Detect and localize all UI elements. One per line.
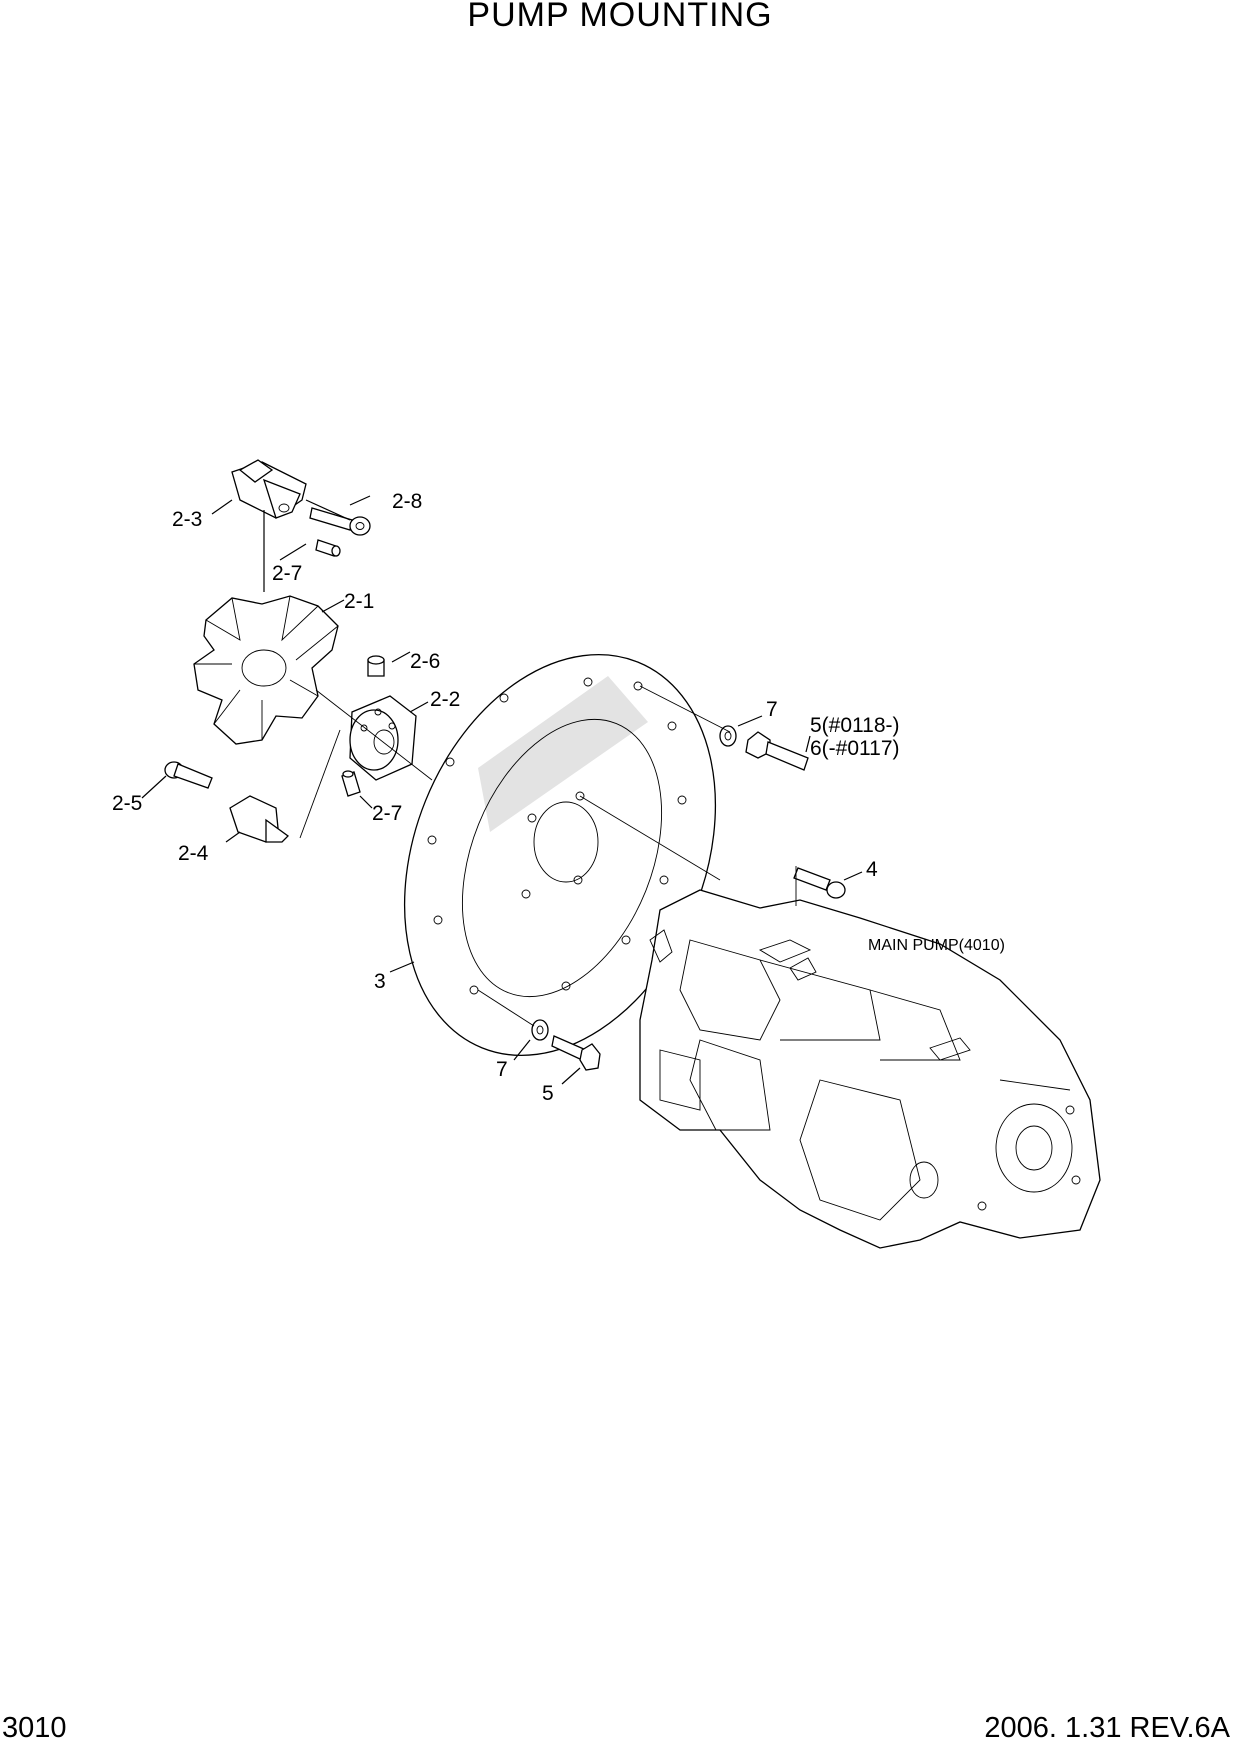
- bolt-5-6-top: [745, 731, 809, 771]
- washer-7-bottom: [531, 1019, 549, 1041]
- main-pump-label: MAIN PUMP(4010): [868, 937, 1005, 954]
- flywheel-plate-3: [403, 653, 717, 1057]
- page-number: 3010: [2, 1712, 67, 1744]
- set-screw-2-6: [367, 655, 385, 677]
- callout-5-serial: 5(#0118-): [810, 714, 900, 737]
- cap-screw-2-8: [309, 507, 371, 536]
- callout-3: 3: [374, 970, 386, 993]
- callout-2-5: 2-5: [112, 792, 142, 815]
- elastic-coupling-2-1: [193, 595, 339, 745]
- callout-7-bottom: 7: [496, 1058, 508, 1081]
- callout-2-7-top: 2-7: [272, 562, 302, 585]
- leader-lines: [141, 495, 863, 1085]
- revision-date: 2006. 1.31 REV.6A: [984, 1712, 1230, 1744]
- callout-2-8: 2-8: [392, 490, 422, 513]
- callout-2-1: 2-1: [344, 590, 374, 613]
- coupling-bracket-2-3: [231, 459, 307, 519]
- callout-2-6: 2-6: [410, 650, 440, 673]
- callout-2-7-mid: 2-7: [372, 802, 402, 825]
- spring-pin-2-7-top: [315, 539, 341, 557]
- page-title: PUMP MOUNTING: [467, 0, 773, 34]
- spring-pin-2-7-mid: [341, 770, 361, 797]
- callout-2-4: 2-4: [178, 842, 209, 865]
- washer-7-top: [719, 725, 737, 747]
- bolt-5-bottom: [551, 1035, 601, 1071]
- coupling-hub-2-2: [349, 695, 417, 781]
- main-pump-assembly: [639, 889, 1101, 1249]
- callout-4: 4: [866, 858, 878, 881]
- cap-screw-2-5: [164, 761, 213, 789]
- callout-2-2: 2-2: [430, 688, 460, 711]
- callout-7-top: 7: [766, 698, 778, 721]
- callout-2-3: 2-3: [172, 508, 202, 531]
- coupling-bracket-2-4: [229, 795, 289, 843]
- callout-5-bottom: 5: [542, 1082, 554, 1105]
- cap-screw-4: [793, 867, 846, 899]
- callout-6-serial: 6(-#0117): [810, 737, 900, 760]
